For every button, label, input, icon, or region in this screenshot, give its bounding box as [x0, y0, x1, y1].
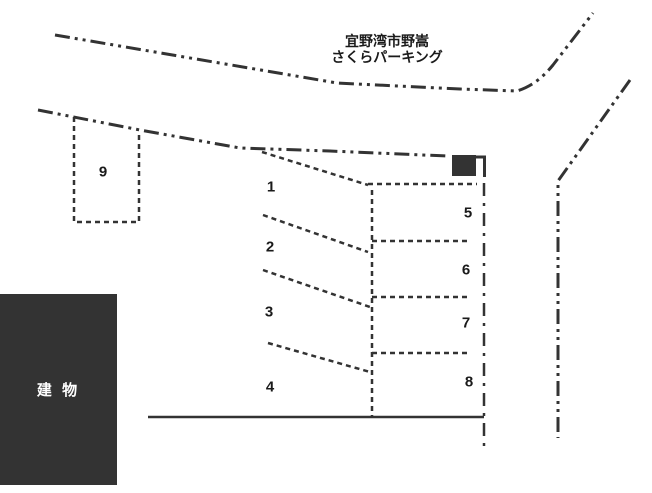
road-right: [556, 79, 632, 438]
entrance-marker-hook: [476, 155, 486, 177]
space-label-5: 5: [463, 204, 473, 222]
map-title-line1: 宜野湾市野嵩: [345, 33, 429, 49]
space-label-7: 7: [461, 314, 471, 332]
space-label-2: 2: [265, 238, 275, 256]
entrance-marker-icon: [452, 155, 476, 176]
space9-outline: [72, 117, 141, 224]
space-label-8: 8: [464, 373, 474, 391]
space-label-4: 4: [265, 378, 275, 396]
building-label: 建 物: [36, 382, 81, 399]
space-label-6: 6: [461, 261, 471, 279]
divider-1-2: [262, 213, 369, 254]
space-label-9: 9: [98, 163, 108, 181]
divider-3-4: [267, 341, 371, 374]
building-block: 建 物: [0, 294, 117, 485]
road-top: [54, 12, 595, 93]
road-middle: [37, 108, 448, 158]
map-title-line2: さくらパーキング: [331, 49, 443, 65]
map-title: 宜野湾市野嵩 さくらパーキング: [287, 33, 487, 65]
divider-2-3: [262, 268, 371, 309]
space-label-3: 3: [264, 303, 274, 321]
funnel-diagonal: [261, 150, 369, 187]
space-label-1: 1: [266, 178, 276, 196]
